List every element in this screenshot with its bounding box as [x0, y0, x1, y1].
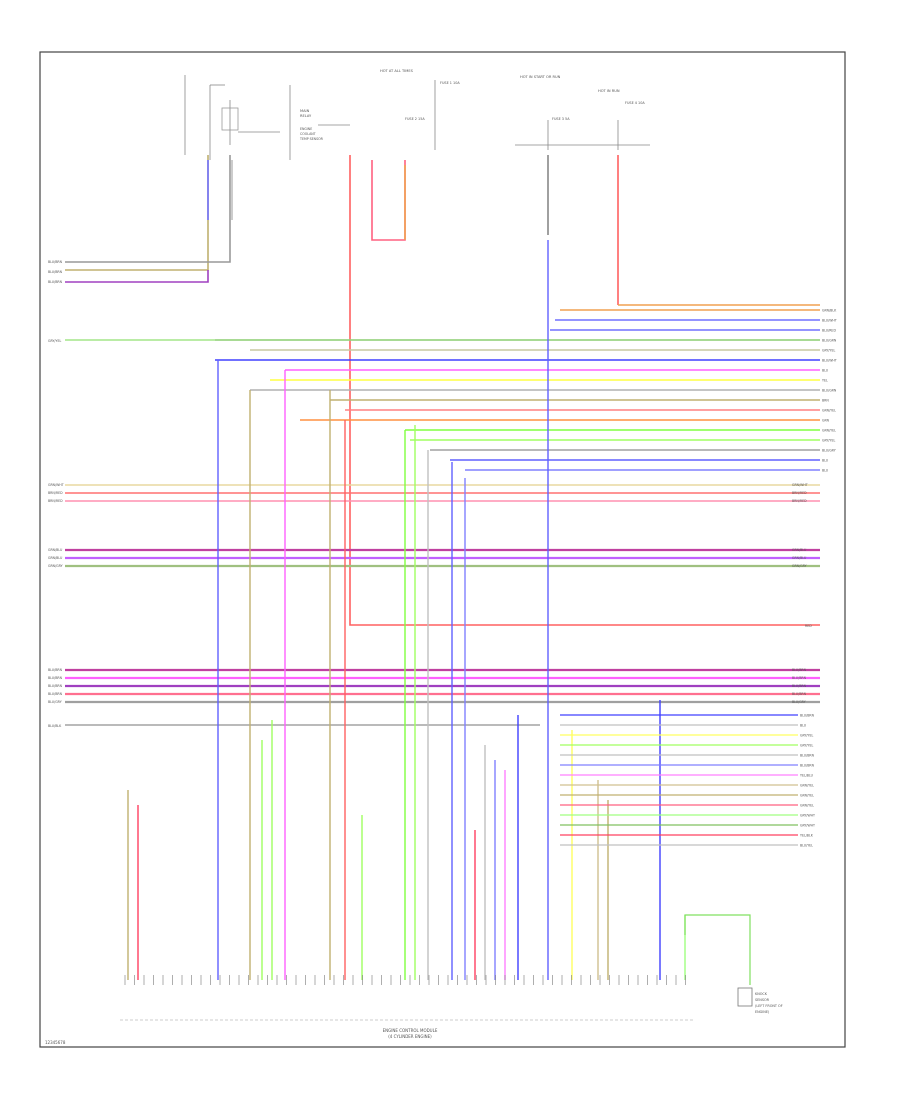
- right-wire-label-3: BLU/GRN: [822, 339, 837, 343]
- bottom-right-label-6: YEL/BLU: [800, 774, 814, 778]
- fuse-label-2: FUSE 2 15A: [405, 117, 425, 121]
- right-wire-label-8: BLU/GRN: [822, 389, 837, 393]
- mid3-label-right-3: BLU/BRN: [792, 692, 807, 696]
- coolant-sensor-label-0: ENGINE: [300, 127, 312, 131]
- relay-label-main: MAIN: [300, 109, 310, 113]
- mid1-label-left-0: GRN/WHT: [48, 483, 64, 487]
- mid2-label-right-0: GRN/BLU: [792, 548, 807, 552]
- right-wire-label-9: BRN: [822, 399, 829, 403]
- loop-wire-red: [371, 160, 406, 241]
- relay-label-relay: RELAY: [300, 114, 312, 118]
- mid2-label-left-1: GRN/BLU: [48, 556, 63, 560]
- mid3-label-left-1: BLU/BRN: [48, 676, 63, 680]
- right-wire-label-2: BLU/RED: [822, 329, 836, 333]
- left-top-wire-0: [65, 155, 231, 263]
- right-single-label: RED: [805, 624, 812, 628]
- mid1-label-left-1: BRN/RED: [48, 491, 63, 495]
- right-wire-label-4: GRY/YEL: [822, 349, 835, 353]
- left-top-label-1: BLU/BRN: [48, 270, 63, 274]
- left-top-wire-1: [65, 155, 209, 271]
- module-title-line1: ENGINE CONTROL MODULE: [383, 1028, 438, 1033]
- right-wire-label-10: GRN/YEL: [822, 409, 836, 413]
- bottom-right-label-11: GRY/WHT: [800, 824, 815, 828]
- mid1-label-left-2: BRN/RED: [48, 499, 63, 503]
- fuse-label-1: FUSE 1 10A: [440, 81, 460, 85]
- mid3-label-left-0: BLU/BRN: [48, 668, 63, 672]
- left-top-label-2: BLU/BRN: [48, 280, 63, 284]
- bottom-right-label-10: GRY/WHT: [800, 814, 815, 818]
- right-wire-label-14: BLU/GRY: [822, 449, 836, 453]
- bottom-right-label-13: BLU/YEL: [800, 844, 813, 848]
- right-wire-label-12: GRN/YEL: [822, 429, 836, 433]
- right-wire-label-11: GRN: [822, 419, 830, 423]
- left-lower-label: BLU/BLK: [48, 724, 62, 728]
- red-feed-wire: [349, 155, 820, 626]
- bottom-right-label-0: BLU/BRN: [800, 714, 815, 718]
- right-wire-label-0: GRN/BLK: [822, 309, 837, 313]
- fuse-label-4: FUSE 4 10A: [625, 101, 645, 105]
- knock-sensor-box: [737, 987, 753, 1007]
- mid2-label-right-2: GRN/GRY: [792, 564, 807, 568]
- bottom-right-label-9: GRN/YEL: [800, 804, 814, 808]
- knock-sensor-label-1: SENSOR: [755, 998, 770, 1002]
- fuse-label-3: FUSE 3 5A: [552, 117, 570, 121]
- mid2-label-left-0: GRN/BLU: [48, 548, 63, 552]
- right-wire-label-13: GRY/YEL: [822, 439, 835, 443]
- right-wire-label-5: BLU/WHT: [822, 359, 837, 363]
- coolant-sensor-label-2: TEMP SENSOR: [299, 137, 324, 141]
- bottom-right-label-5: BLU/BRN: [800, 764, 815, 768]
- mid2-label-right-1: GRN/BLU: [792, 556, 807, 560]
- mid3-label-right-1: BLU/BRN: [792, 676, 807, 680]
- label-hot-in-start-run: HOT IN START OR RUN: [520, 75, 561, 79]
- right-wire-label-1: BLU/WHT: [822, 319, 837, 323]
- left-top-label-0: BLU/BRN: [48, 260, 63, 264]
- mid3-label-left-4: BLU/GRY: [48, 700, 62, 704]
- label-hot-in-run: HOT IN RUN: [598, 89, 620, 93]
- mid3-label-right-2: BLU/BRN: [792, 684, 807, 688]
- knock-sensor-wire: [684, 914, 751, 985]
- knock-sensor-label-0: KNOCK: [755, 992, 768, 996]
- module-title-line2: (4 CYLINDER ENGINE): [388, 1034, 432, 1039]
- bottom-right-label-8: GRN/YEL: [800, 794, 814, 798]
- diagram-frame: [39, 51, 846, 1048]
- bottom-right-label-3: GRY/YEL: [800, 744, 813, 748]
- mid1-label-right-0: GRN/WHT: [792, 483, 808, 487]
- bottom-right-label-12: YEL/BLK: [800, 834, 814, 838]
- mid3-label-left-3: BLU/BRN: [48, 692, 63, 696]
- right-wire-label-15: BLU: [822, 459, 829, 463]
- right-wire-label-7: YEL: [822, 379, 828, 383]
- left-single-label: GRY/YEL: [48, 339, 61, 343]
- bottom-right-label-7: GRN/YEL: [800, 784, 814, 788]
- coolant-sensor-label-1: COOLANT: [300, 132, 316, 136]
- mid2-label-left-2: GRN/GRY: [48, 564, 63, 568]
- mid1-label-right-1: BRN/RED: [792, 491, 807, 495]
- knock-sensor-label-3: ENGINE): [755, 1010, 770, 1014]
- knock-sensor-label-2: (LEFT FRONT OF: [755, 1004, 783, 1008]
- bottom-right-label-2: GRY/YEL: [800, 734, 813, 738]
- bottom-right-label-1: BLU: [800, 724, 807, 728]
- right-wire-label-16: BLU: [822, 469, 829, 473]
- label-hot-at-all-times: HOT AT ALL TIMES: [380, 69, 414, 73]
- mid1-label-right-2: BRN/RED: [792, 499, 807, 503]
- mid3-label-right-0: BLU/BRN: [792, 668, 807, 672]
- wire-layer: [65, 75, 820, 1021]
- left-top-wire-2: [65, 270, 209, 283]
- mid3-label-right-4: BLU/GRY: [792, 700, 806, 704]
- bottom-right-label-4: BLU/BRN: [800, 754, 815, 758]
- relay-box: [221, 107, 239, 131]
- right-wire-label-6: BLU: [822, 369, 829, 373]
- mid3-label-left-2: BLU/BRN: [48, 684, 63, 688]
- footer-code: 12345678: [45, 1040, 66, 1045]
